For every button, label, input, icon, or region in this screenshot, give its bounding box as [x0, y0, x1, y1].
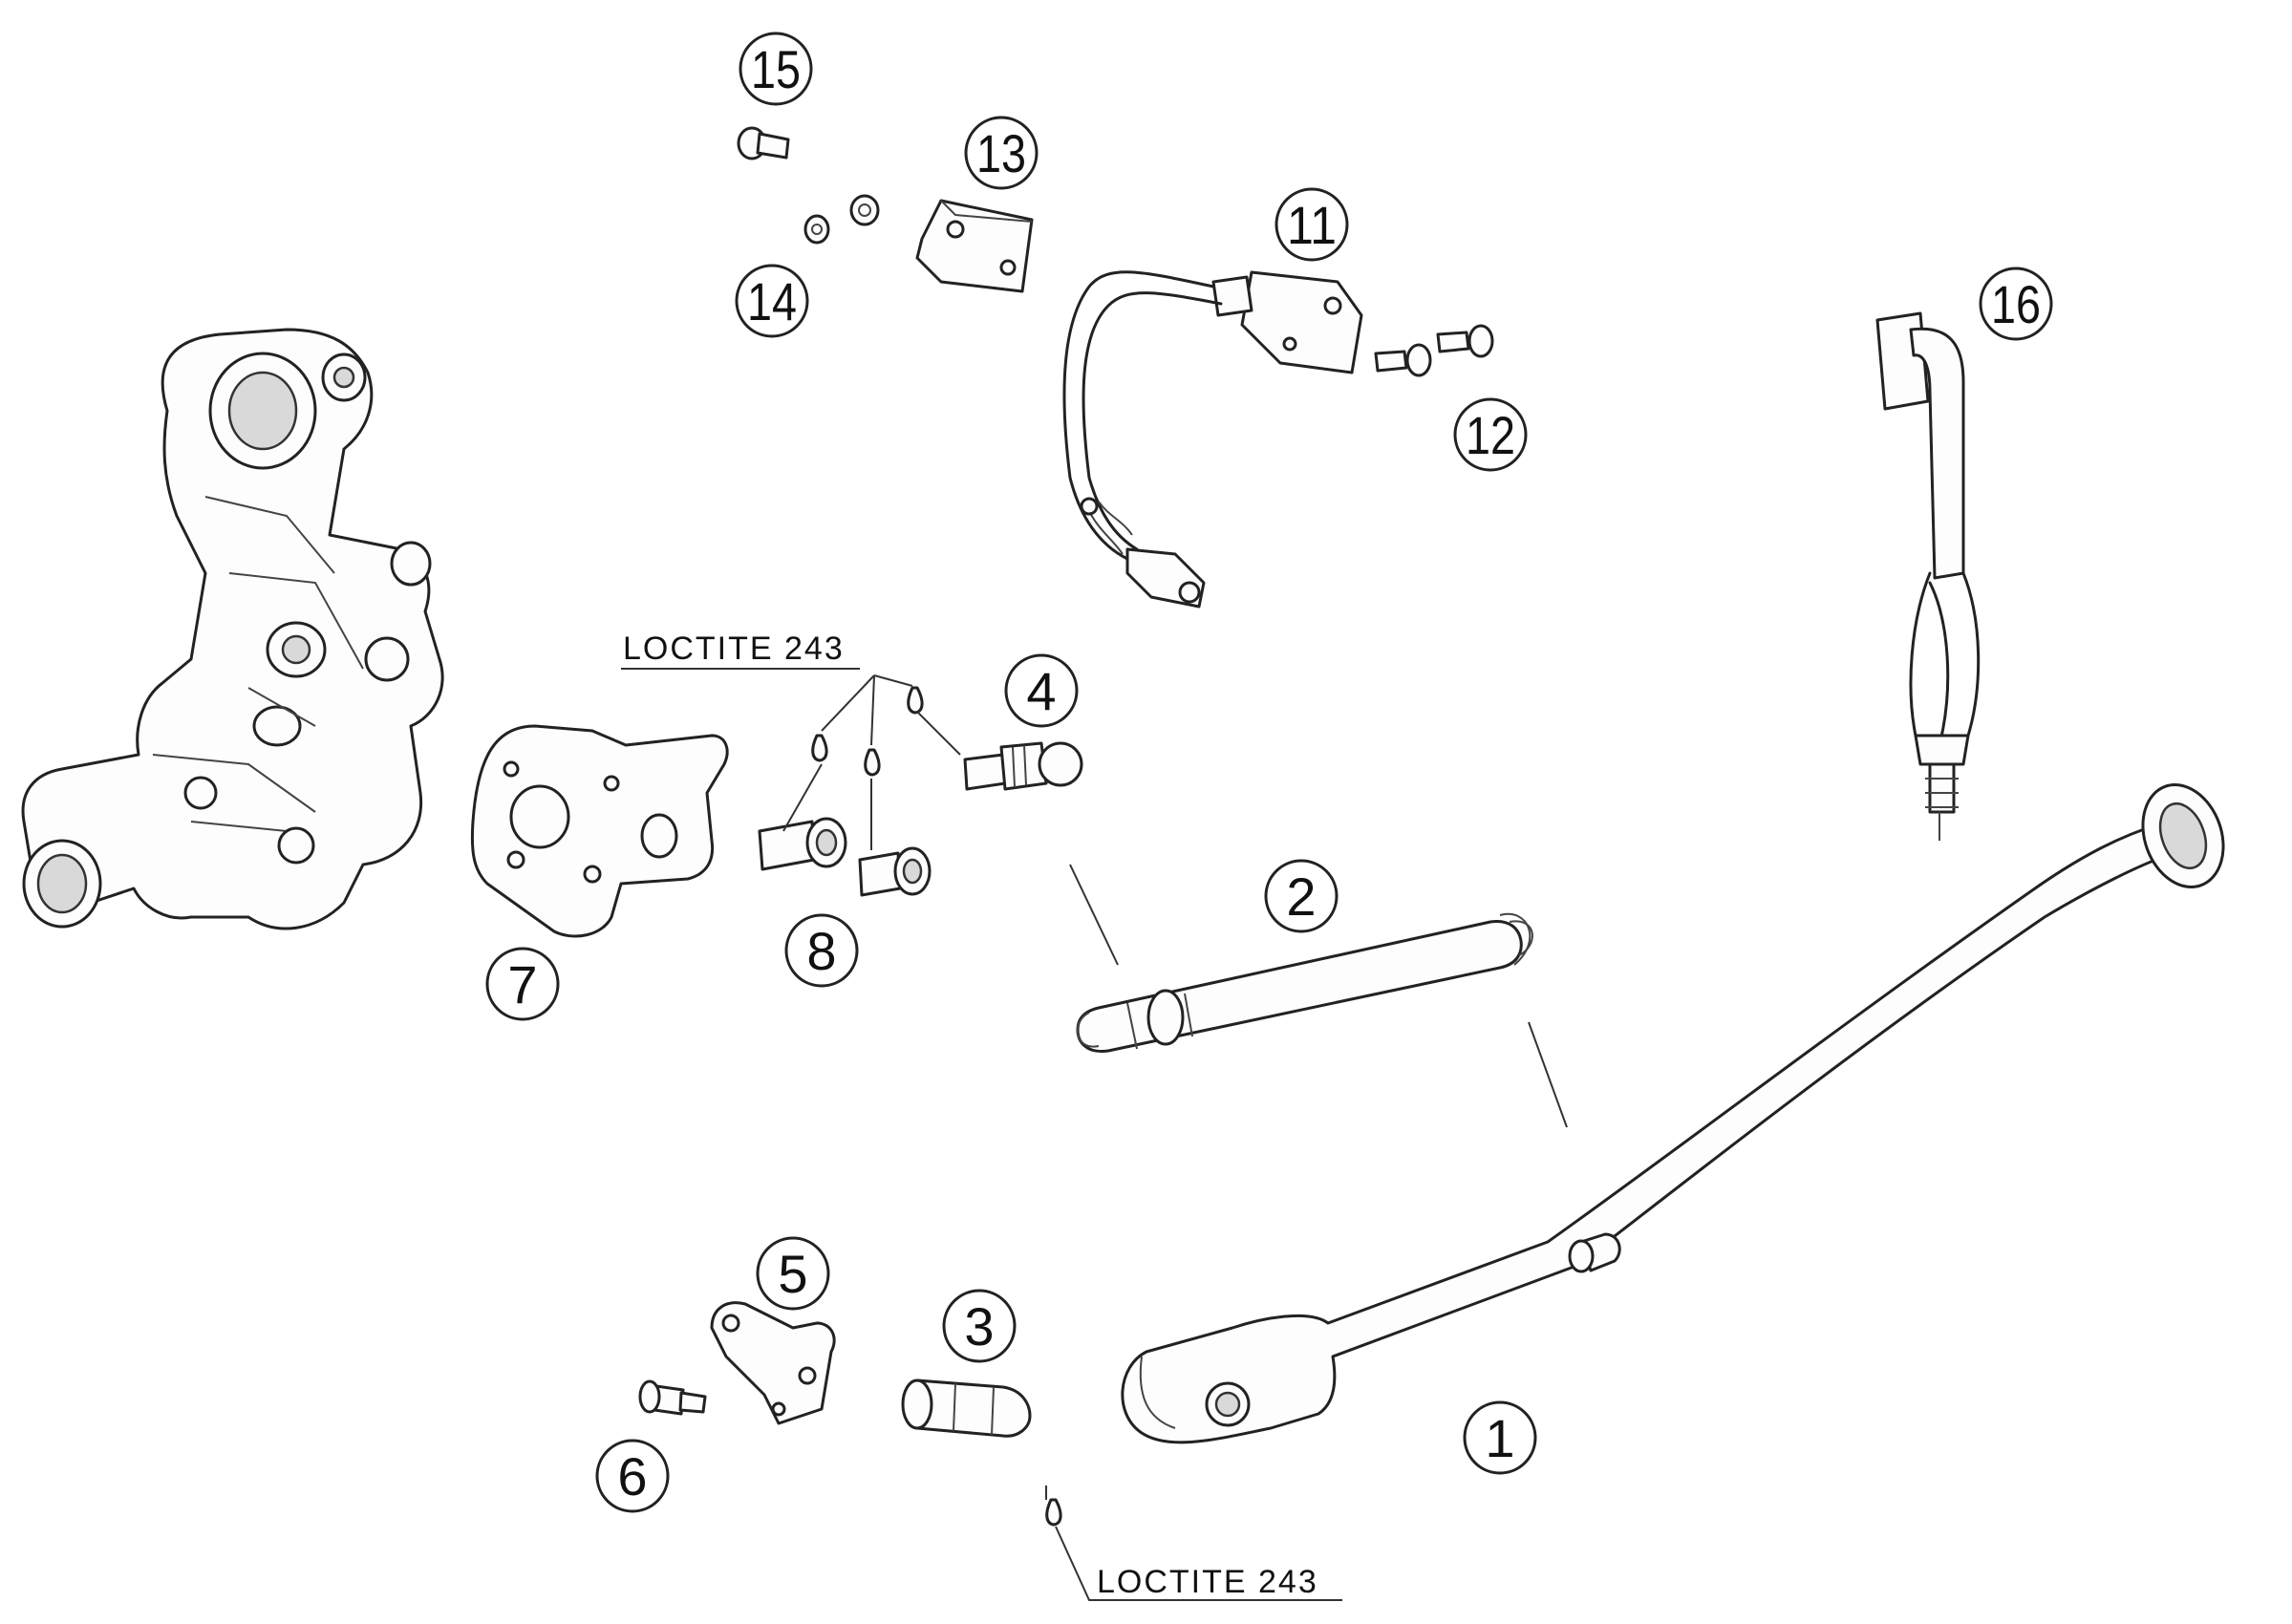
callout-12-label: 12: [1466, 405, 1515, 465]
callout-1-label: 1: [1485, 1408, 1514, 1468]
part-7-plate: [470, 724, 729, 938]
callout-13: 13: [964, 116, 1039, 190]
part-3-pin: [901, 1378, 1062, 1527]
part-13-switch-plate: [915, 199, 1034, 293]
loctite-upper-leaders: [621, 668, 961, 850]
callout-14-label: 14: [747, 271, 797, 331]
callout-1: 1: [1463, 1400, 1537, 1475]
loctite-note-lower: LOCTITE 243: [1097, 1564, 1318, 1600]
callout-7: 7: [485, 947, 560, 1021]
callout-6: 6: [595, 1439, 670, 1513]
callout-15: 15: [739, 32, 813, 106]
part-6-screw: [638, 1379, 707, 1416]
callout-11: 11: [1275, 187, 1349, 262]
callout-8: 8: [784, 913, 859, 988]
part-8-bolts: [758, 817, 932, 897]
part-16-cable: [1875, 311, 1981, 841]
part-14-nuts: [803, 194, 880, 245]
callout-8-label: 8: [806, 921, 836, 981]
callout-16-label: 16: [1991, 274, 2041, 334]
callout-14: 14: [735, 264, 809, 338]
part-12-screws: [1374, 324, 1494, 377]
part-15-screw: [737, 126, 790, 160]
callout-3: 3: [942, 1289, 1017, 1363]
part-4-bolt: [963, 741, 1083, 791]
callout-11-label: 11: [1287, 195, 1337, 255]
callout-6-label: 6: [617, 1446, 647, 1506]
callout-7-label: 7: [507, 954, 537, 1015]
callout-13-label: 13: [976, 123, 1026, 183]
part-1-side-stand: [1121, 783, 2225, 1444]
part-5-bracket: [710, 1301, 836, 1425]
callout-12: 12: [1453, 397, 1528, 472]
callout-5-label: 5: [778, 1244, 807, 1304]
callout-2-label: 2: [1286, 866, 1316, 927]
frame-bracket-part: [21, 328, 444, 930]
callout-5: 5: [756, 1236, 830, 1311]
callout-4-label: 4: [1026, 661, 1056, 721]
callout-2: 2: [1264, 859, 1339, 933]
spring-leader-line: [1069, 864, 1568, 1128]
part-2-spring: [1076, 912, 1533, 1054]
callout-3-label: 3: [964, 1296, 994, 1357]
part-11-switch: [1062, 270, 1363, 609]
callout-16: 16: [1979, 267, 2053, 341]
callout-4: 4: [1004, 653, 1079, 728]
loctite-drops-upper: [811, 686, 924, 777]
loctite-lower-leader: [1055, 1526, 1342, 1601]
callout-15-label: 15: [751, 39, 801, 99]
loctite-note-upper: LOCTITE 243: [623, 630, 845, 667]
